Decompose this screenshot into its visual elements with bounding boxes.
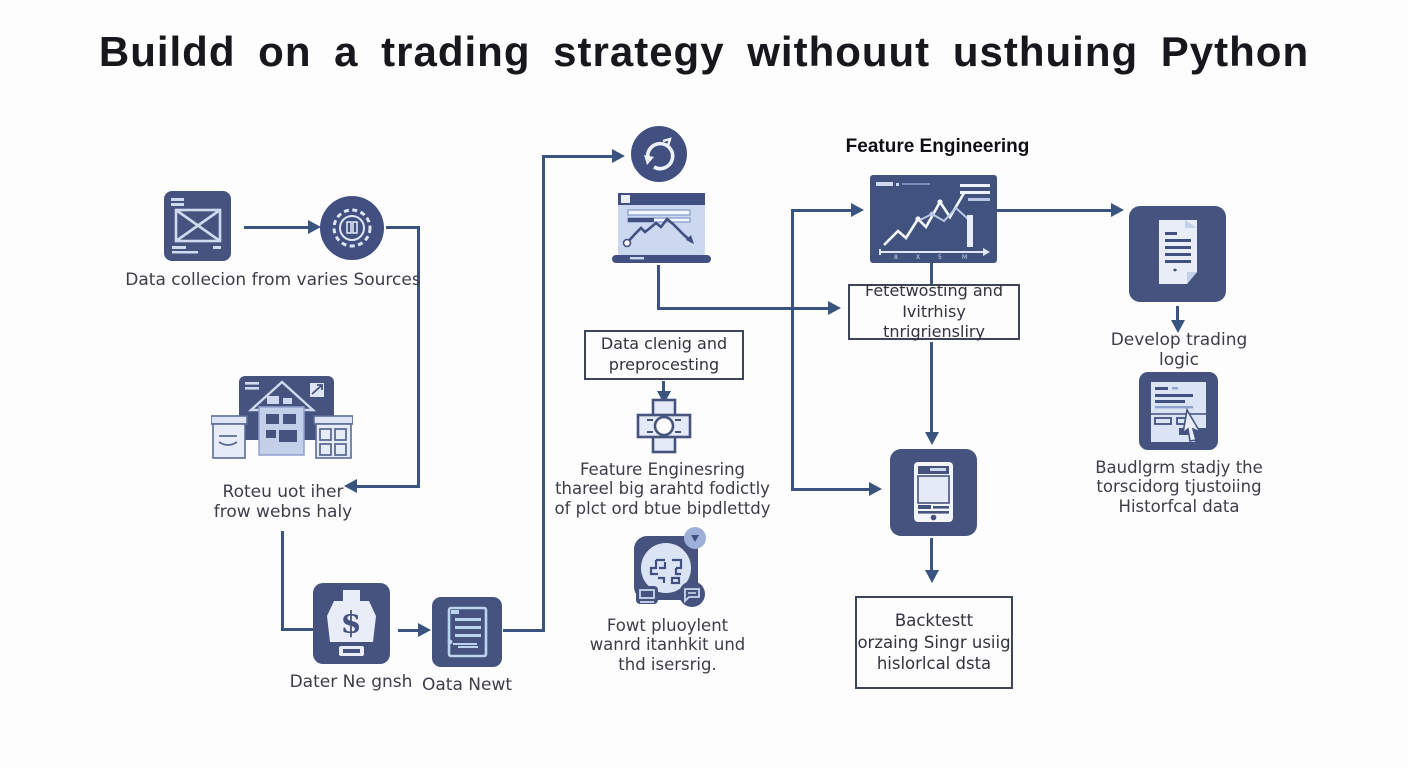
cleaning-box: Data clenig and preprocesting (584, 330, 744, 380)
arrowhead-into-chart (851, 203, 864, 217)
arrowhead-into-forecast-box (828, 301, 841, 315)
platform-line2: torscidorg tjustoiing (1096, 477, 1262, 497)
data-doc-icon (432, 597, 502, 671)
connector-browser-gear (244, 226, 310, 229)
house-buildings-icon (210, 376, 354, 466)
backtest-box-line2: orzaing Singr usiig (857, 632, 1011, 652)
browser-envelope-icon (163, 190, 232, 266)
house-caption-line2: frow webns haly (213, 502, 353, 523)
svg-text:5: 5 (938, 254, 942, 261)
backtest-box-line1: Backtestt (894, 611, 974, 631)
arrowhead-into-house-caption (344, 479, 357, 493)
deployment-line1: Fowt pluoylent (606, 616, 729, 635)
data-doc-caption: Oata Newt (421, 675, 513, 695)
svg-text:$: $ (341, 606, 362, 641)
arrowhead-forecast-tablet (925, 432, 939, 445)
connector-forecast-tablet (930, 342, 933, 434)
feature-mid-line3: of plct ord btue bipdlettdy (554, 498, 771, 518)
feature-mid-line1: Feature Enginesring (579, 460, 746, 479)
connector-gear-elbow-bottom (356, 485, 420, 488)
trade-doc-icon (1129, 206, 1226, 306)
deployment-icon (628, 526, 710, 616)
connector-tablet-backtest (930, 538, 933, 572)
page-title: Buildd on a trading strategy withouut us… (98, 28, 1310, 75)
laptop-chart-icon (610, 193, 713, 269)
arrowhead-into-tradedoc (1111, 203, 1124, 217)
feature-engineering-header: Feature Engineering (845, 136, 1030, 157)
dollar-icon: $ (313, 583, 390, 668)
connector-chart-forecast (930, 263, 933, 284)
deployment-line3: thd isersrig. (618, 654, 717, 674)
connector-doc-up-vert (542, 155, 545, 632)
refresh-circle-icon (630, 125, 688, 187)
arrowhead-into-tablet (869, 482, 882, 496)
connector-trunk-chart (791, 209, 853, 212)
deployment-caption: Fowt pluoylent wanrd itanhkit und thd is… (575, 616, 760, 674)
develop-line1: Develop trading (1110, 330, 1248, 350)
backtest-box: Backtestt orzaing Singr usiig hislorlcal… (855, 596, 1013, 689)
platform-line1: Baudlgrm stadjy the (1095, 458, 1263, 477)
connector-cleaning-cog (662, 381, 665, 393)
connector-up-refresh-horiz (542, 155, 614, 158)
platform-caption: Baudlgrm stadjy the torscidorg tjustoiin… (1090, 458, 1268, 516)
gear-circle-icon (319, 195, 385, 265)
house-caption-line1: Roteu uot iher (222, 482, 344, 502)
arrowhead-into-refresh (612, 149, 625, 163)
backtest-box-line3: hislorlcal dsta (876, 654, 992, 674)
connector-gear-elbow-vert (417, 226, 420, 488)
connector-house-dollar-horiz (281, 628, 313, 631)
svg-text:8: 8 (894, 254, 898, 261)
connector-gear-elbow-top (386, 226, 420, 229)
connector-doc-up-horiz (503, 629, 545, 632)
arrowhead-tablet-backtest (925, 570, 939, 583)
svg-text:M: M (962, 254, 967, 261)
cog-icon (636, 398, 692, 458)
dollar-caption: Dater Ne gnsh (289, 672, 413, 692)
cleaning-box-line2: preprocesting (608, 355, 720, 374)
data-collection-caption: Data collecion from varies Sources (125, 270, 421, 290)
develop-line2: logic (1159, 350, 1199, 371)
connector-house-dollar-vert (281, 531, 284, 631)
feature-mid-line2: thareel big arahtd fodictly (555, 479, 770, 499)
tablet-icon (890, 449, 977, 540)
svg-text:X: X (916, 254, 920, 261)
platform-line3: Historfcal data (1118, 496, 1240, 516)
feature-chart-icon: 8 X 5 M (870, 175, 997, 267)
connector-trunk-tablet (791, 488, 871, 491)
feature-mid-caption: Feature Enginesring thareel big arahtd f… (540, 460, 785, 518)
deployment-line2: wanrd itanhkit und (589, 635, 746, 655)
forecasting-box-line2: Ivitrhisy tnrigriensliry (883, 301, 985, 342)
connector-laptop-forecast (657, 307, 830, 310)
arrowhead-dollar-doc (418, 623, 431, 637)
house-caption: Roteu uot iher frow webns haly (193, 482, 373, 522)
arrowhead-browser-gear (308, 220, 321, 234)
window-cursor-icon (1139, 372, 1218, 454)
cleaning-box-line1: Data clenig and (600, 334, 728, 354)
connector-laptop-down (657, 265, 660, 310)
arrowhead-tradedoc-develop (1171, 320, 1185, 333)
forecasting-box-line1: Fetetwosting and (865, 280, 1003, 300)
connector-chart-tradedoc (997, 209, 1113, 212)
forecasting-box: Fetetwosting and Ivitrhisy tnrigrienslir… (848, 280, 1020, 341)
develop-caption: Develop trading logic (1100, 330, 1258, 370)
connector-tradedoc-develop (1176, 306, 1179, 322)
connector-dollar-doc (398, 629, 420, 632)
connector-trunk (791, 209, 794, 491)
